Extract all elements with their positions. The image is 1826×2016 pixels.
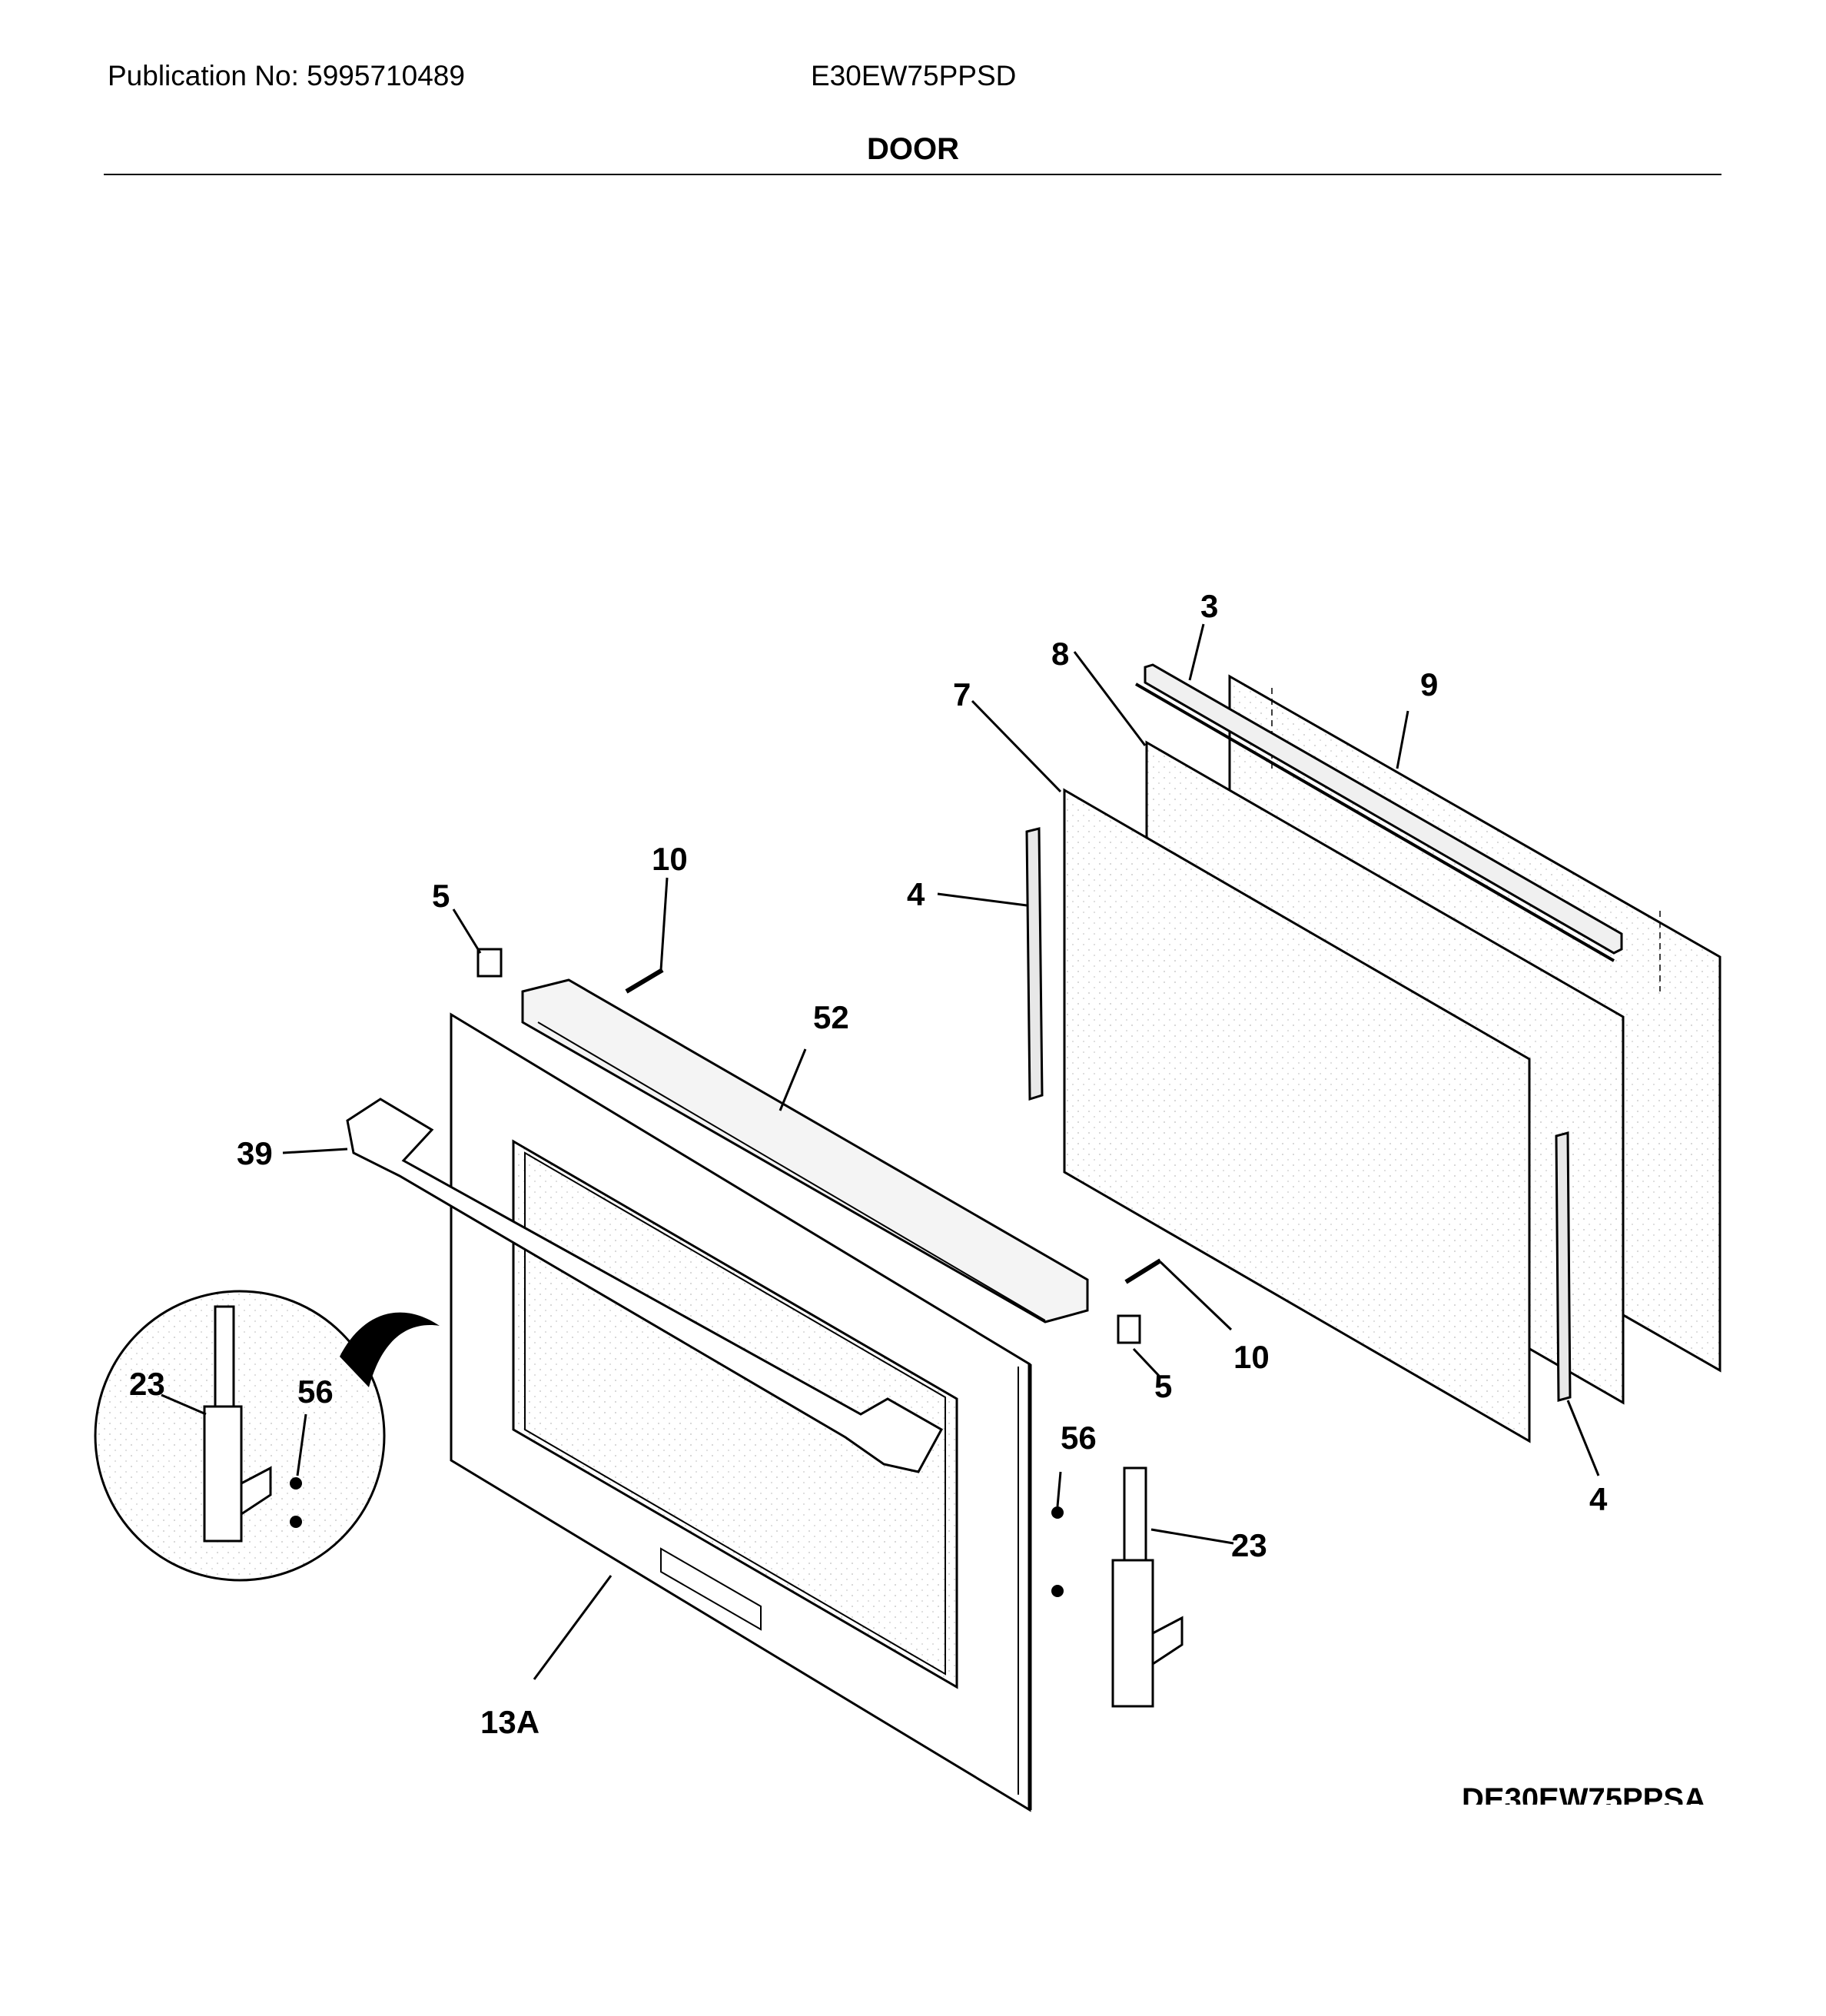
callout-4-right: 4 <box>1589 1481 1608 1517</box>
model-number: E30EW75PPSD <box>811 60 1017 91</box>
callout-7: 7 <box>953 676 971 712</box>
callout-13a: 13A <box>480 1704 540 1740</box>
hinge-detail-inset <box>94 1290 386 1582</box>
door-handle-39 <box>346 1098 944 1473</box>
screw-10-left <box>625 968 664 994</box>
door-window <box>512 1139 958 1689</box>
hinge-screw-56-b <box>1051 1585 1064 1597</box>
detail-pointer-arrow <box>340 1312 440 1387</box>
door-window-inner <box>524 1151 946 1676</box>
callout-5-right: 5 <box>1154 1368 1172 1404</box>
hinge-clip-5-right <box>1117 1314 1141 1344</box>
hinge-23 <box>1111 1466 1184 1708</box>
callout-23-main: 23 <box>1231 1527 1267 1563</box>
glass-panel-7 <box>1063 788 1531 1443</box>
callout-4-left: 4 <box>907 876 925 912</box>
publication-number: Publication No: 5995710489 <box>108 60 465 91</box>
callout-10-left: 10 <box>652 841 688 877</box>
callout-23-detail: 23 <box>129 1366 165 1402</box>
header-divider <box>104 174 1721 175</box>
section-title: DOOR <box>867 132 959 166</box>
screw-10-right <box>1124 1258 1162 1284</box>
callout-3: 3 <box>1200 588 1218 624</box>
retainer-strip-3 <box>1144 663 1623 955</box>
callout-9: 9 <box>1420 666 1438 702</box>
callout-52: 52 <box>813 999 849 1035</box>
hinge-screw-56-a <box>1051 1506 1064 1519</box>
side-strip-4-left <box>1025 827 1044 1101</box>
callout-5-left: 5 <box>432 878 450 914</box>
callout-56-main: 56 <box>1061 1420 1097 1456</box>
side-strip-4-right <box>1555 1131 1572 1402</box>
callout-56-detail: 56 <box>297 1373 334 1410</box>
drawing-id: DE30EW75PPSA <box>1462 1782 1706 1805</box>
door-badge <box>660 1547 762 1631</box>
top-trim-channel-52 <box>521 978 1089 1324</box>
callout-39: 39 <box>237 1135 273 1171</box>
callout-10-right: 10 <box>1233 1339 1270 1375</box>
callout-8: 8 <box>1051 636 1069 672</box>
hinge-clip-5-left <box>476 948 503 978</box>
